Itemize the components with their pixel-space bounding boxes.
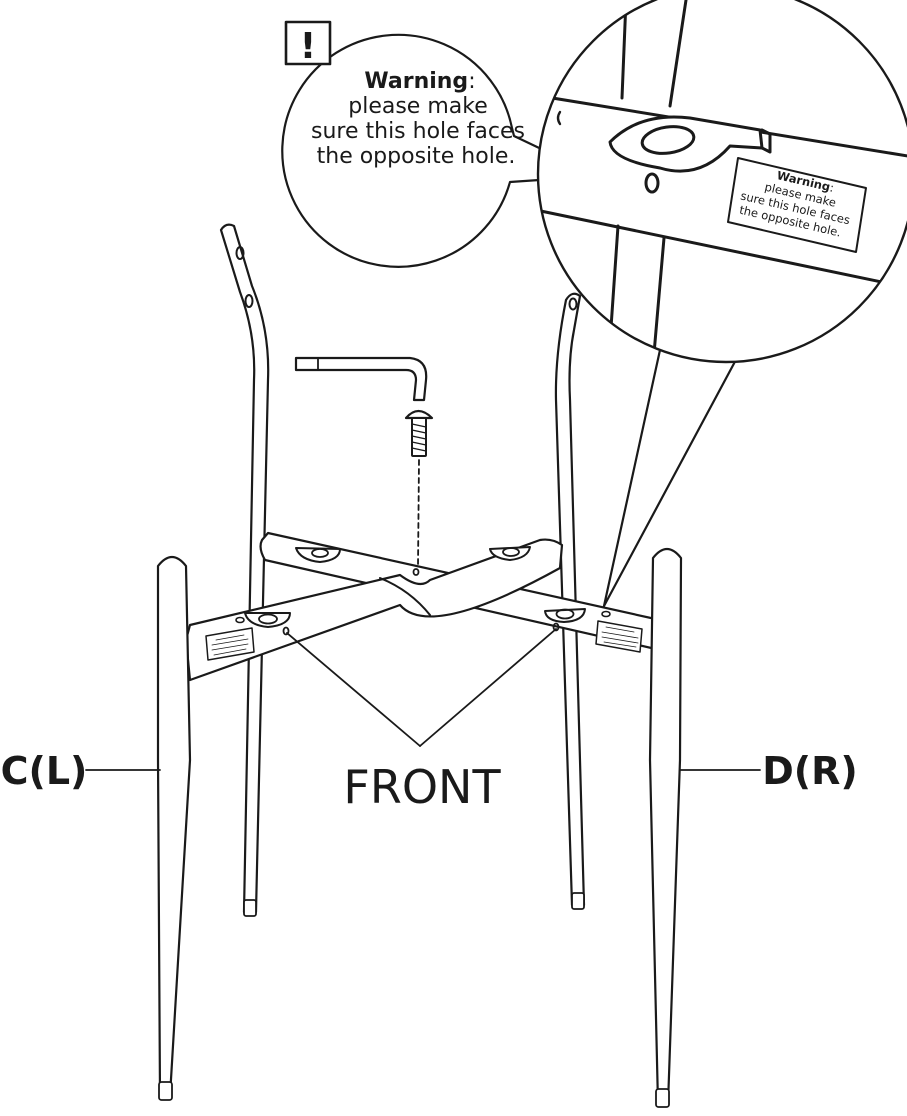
mounting-tab-front-right — [544, 608, 586, 623]
right-leg-label: D(R) — [762, 749, 858, 793]
back-leg-left — [219, 223, 270, 917]
mounting-tab — [295, 547, 341, 563]
warning-title: Warning — [364, 69, 468, 94]
mounting-tab — [489, 546, 531, 561]
warning-callout: ! Warning: please make sure this hole fa… — [281, 20, 600, 268]
warning-line-1: please make — [348, 94, 488, 119]
right-leg-callout: D(R) — [679, 749, 858, 793]
hex-key-icon — [294, 356, 428, 402]
bolt-icon — [404, 409, 434, 457]
front-label: FRONT — [343, 760, 501, 814]
sticker-title-colon: : — [828, 180, 835, 195]
frame-hole-right — [552, 622, 560, 632]
left-leg-callout: C(L) — [1, 749, 161, 793]
frame-hole-center — [412, 568, 420, 576]
insertion-guide — [417, 459, 420, 567]
exclamation-glyph: ! — [300, 26, 316, 67]
front-leg-right — [648, 547, 683, 1108]
front-leg-left — [156, 555, 192, 1101]
frame-sticker-right — [595, 620, 643, 653]
warning-line-3: the opposite hole. — [317, 144, 516, 169]
warning-title-colon: : — [468, 69, 475, 94]
frame-sticker-left — [205, 627, 255, 661]
left-leg-label: C(L) — [1, 749, 88, 793]
detail-magnifier: Warning: please make sure this hole face… — [536, 0, 907, 608]
frame-rail-front — [184, 538, 564, 682]
front-indicator: FRONT — [286, 628, 557, 814]
frame-hole-left — [282, 626, 290, 636]
svg-text:Warning:: Warning: — [364, 69, 475, 94]
warning-line-2: sure this hole faces — [311, 119, 525, 144]
mounting-tab-front-left — [244, 612, 291, 628]
exclamation-box-icon — [284, 20, 332, 66]
